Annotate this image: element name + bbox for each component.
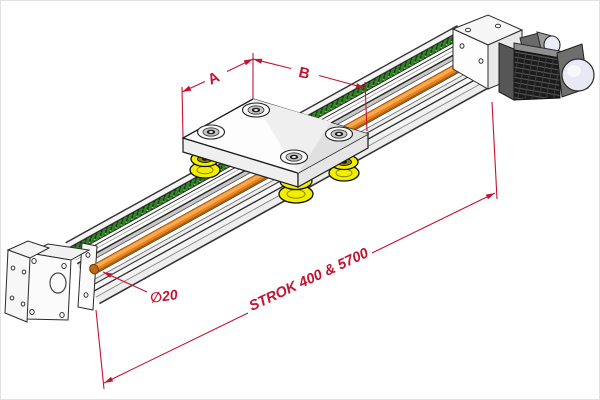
motor-mount-flange xyxy=(498,42,515,101)
extension-line xyxy=(95,309,105,390)
strip-hole xyxy=(83,292,89,298)
arrowhead xyxy=(104,376,114,383)
block-screw-hole xyxy=(29,309,35,315)
left-end-block xyxy=(4,240,98,323)
arrowhead xyxy=(243,59,253,66)
block-screw-hole xyxy=(31,258,37,264)
rail-clamp-strip xyxy=(77,242,98,311)
block-screw-hole xyxy=(59,312,65,318)
bracket-hole xyxy=(459,43,465,49)
extension-line xyxy=(364,81,368,132)
carriage-plate xyxy=(181,98,370,189)
block-bore-hole xyxy=(49,272,67,294)
plate-sheen xyxy=(253,99,331,173)
arrowhead xyxy=(485,193,495,200)
plate-bolt-hole xyxy=(196,124,226,140)
strip-hole xyxy=(85,252,91,258)
cap-screw-hole xyxy=(10,265,16,271)
leader-rod-diameter: ∅20 xyxy=(102,271,179,306)
bracket-hole xyxy=(494,23,502,29)
dim-a-label: A xyxy=(205,68,222,88)
extension-line xyxy=(491,101,498,200)
stroke-dim-label: STROK 400 & 5700 xyxy=(247,245,371,314)
arrowhead xyxy=(355,83,365,89)
arrowhead xyxy=(253,58,263,64)
end-cap-front-face xyxy=(4,249,31,323)
cap-screw-hole xyxy=(20,301,26,307)
rod-diameter-label: ∅20 xyxy=(149,286,179,306)
dimension-b: B xyxy=(252,58,368,132)
block-screw-hole xyxy=(61,263,67,269)
motor-end-cap-sheen xyxy=(567,65,581,77)
arrowhead xyxy=(182,85,192,92)
plate-bolt-hole xyxy=(279,149,309,165)
bracket-hole xyxy=(464,27,472,33)
cap-screw-hole xyxy=(9,295,15,301)
extension-line xyxy=(181,86,184,138)
motor xyxy=(498,31,595,101)
rod-end-face xyxy=(89,263,99,275)
dim-b-label: B xyxy=(297,64,312,83)
cap-screw-hole xyxy=(21,269,27,275)
plate-bolt-hole xyxy=(241,102,271,118)
bracket-hole xyxy=(478,58,484,64)
plate-bolt-hole xyxy=(324,126,354,142)
motor-fins xyxy=(513,49,561,101)
arrowhead xyxy=(103,272,113,278)
